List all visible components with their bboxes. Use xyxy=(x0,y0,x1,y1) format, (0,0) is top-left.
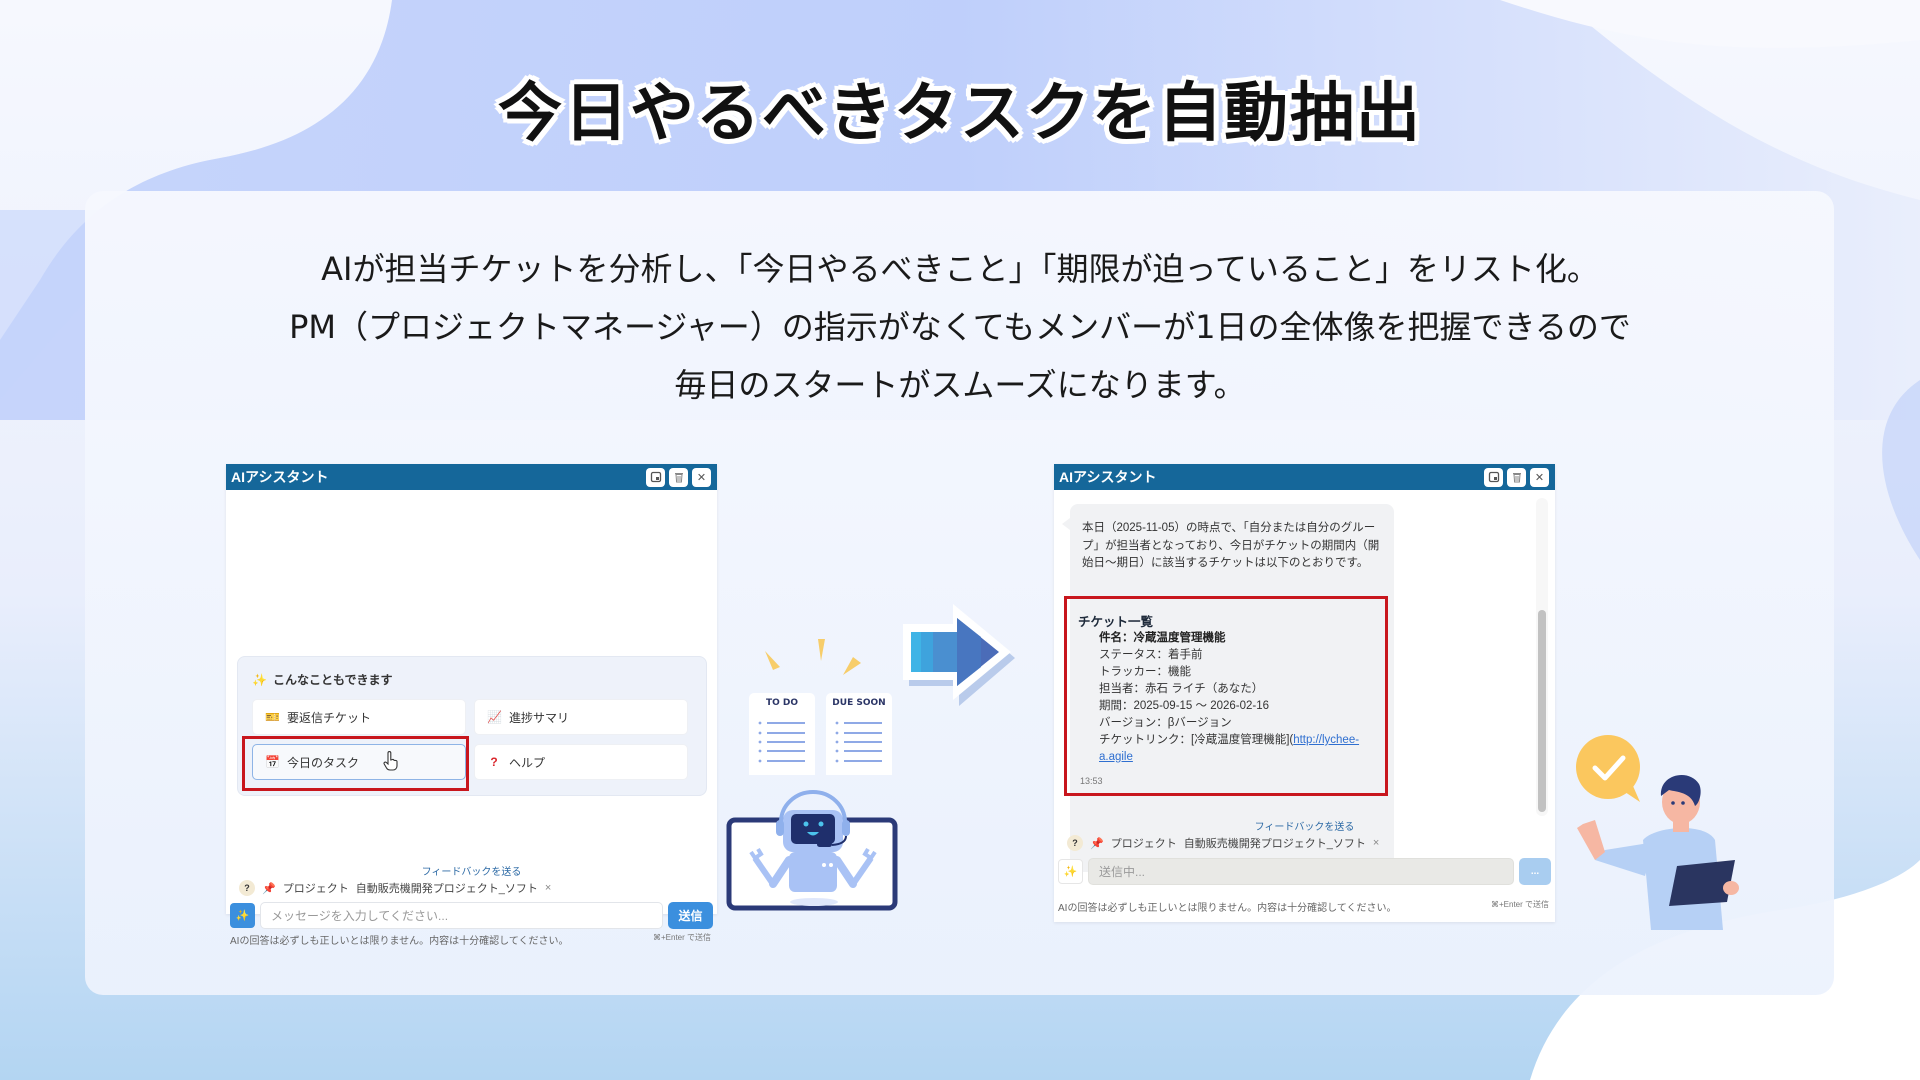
context-label: プロジェクト xyxy=(282,883,349,895)
page-headline: 今日やるべきタスクを自動抽出 xyxy=(498,77,1422,151)
highlight-frame xyxy=(242,736,469,791)
ticket-link[interactable]: http://lychee-a.agile xyxy=(1099,734,1360,763)
pin-icon: 📌 xyxy=(262,882,276,895)
assistant-message-bubble: 本日（2025-11-05）の時点で、「自分または自分のグループ」が担当者となっ… xyxy=(1062,504,1394,872)
ticket-icon: 🎫 xyxy=(265,710,280,724)
ticket-subject: 件名：冷蔵温度管理機能 xyxy=(1099,632,1226,644)
suggestion-progress-summary[interactable]: 📈 進捗サマリ xyxy=(474,699,688,735)
remove-context-button[interactable]: × xyxy=(544,882,552,894)
feedback-link[interactable]: フィードバックを送る xyxy=(421,867,522,878)
message-timestamp: 13:53 xyxy=(1080,776,1103,786)
disclaimer-text: AIの回答は必ずしも正しいとは限りません。内容は十分確認してください。 xyxy=(1058,903,1397,914)
disclaimer-row: AIの回答は必ずしも正しいとは限りません。内容は十分確認してください。 ⌘+En… xyxy=(1058,899,1549,914)
pin-icon: 📌 xyxy=(1090,837,1104,850)
ticket-period: 期間：2025-09-15 〜 2026-02-16 xyxy=(1099,700,1270,712)
ticket-version: バージョン：βバージョン xyxy=(1099,717,1232,729)
ticket-assignee: 担当者：赤石 ライチ（あなた） xyxy=(1099,683,1264,695)
window-icon[interactable] xyxy=(646,467,665,487)
highlight-frame xyxy=(1064,596,1388,796)
todo-card-title: TO DO xyxy=(765,698,799,708)
feedback-link[interactable]: フィードバックを送る xyxy=(1254,822,1355,833)
suggestion-help[interactable]: ? ヘルプ xyxy=(474,744,688,780)
context-project: 自動販売機開発プロジェクト_ソフト xyxy=(355,883,538,895)
description: AIが担当チケットを分析し、「今日やるべきこと」「期限が迫っていること」をリスト… xyxy=(0,240,1920,414)
ticket-status: ステータス：着手前 xyxy=(1099,649,1203,661)
disclaimer-text: AIの回答は必ずしも正しいとは限りません。内容は十分確認してください。 xyxy=(230,936,569,947)
context-project-chip: ? 📌 プロジェクト 自動販売機開発プロジェクト_ソフト × xyxy=(239,880,551,896)
close-icon[interactable]: ✕ xyxy=(692,467,711,487)
ticket-list-heading: チケット一覧 xyxy=(1078,615,1154,629)
message-input[interactable]: メッセージを入力してください... xyxy=(260,902,663,929)
chart-icon: 📈 xyxy=(487,710,502,724)
context-project: 自動販売機開発プロジェクト_ソフト xyxy=(1183,838,1366,850)
ai-sparkle-button[interactable]: ✨ xyxy=(1058,859,1083,884)
scrollbar-thumb[interactable] xyxy=(1538,610,1546,812)
help-badge[interactable]: ? xyxy=(239,880,255,896)
trash-icon[interactable] xyxy=(669,467,688,487)
context-project-chip: ? 📌 プロジェクト 自動販売機開発プロジェクト_ソフト × xyxy=(1067,835,1379,851)
close-icon[interactable]: ✕ xyxy=(1530,467,1549,487)
calendar-icon: 📅 xyxy=(265,755,280,769)
window-title: AIアシスタント xyxy=(1059,469,1157,485)
help-badge[interactable]: ? xyxy=(1067,835,1083,851)
due-soon-card-title: DUE SOON xyxy=(832,698,886,708)
shortcut-hint: ⌘+Enter で送信 xyxy=(652,933,711,942)
window-icon[interactable] xyxy=(1484,467,1503,487)
trash-icon[interactable] xyxy=(1507,467,1526,487)
description-line: PM（プロジェクトマネージャー）の指示がなくてもメンバーが1日の全体像を把握でき… xyxy=(289,308,1631,346)
question-icon: ? xyxy=(490,755,498,769)
sparkle-icon: ✨ xyxy=(1063,866,1078,878)
person-with-tablet-illustration xyxy=(1576,735,1739,930)
ticket-tracker: トラッカー：機能 xyxy=(1099,666,1191,678)
description-line: AIが担当チケットを分析し、「今日やるべきこと」「期限が迫っていること」をリスト… xyxy=(321,250,1599,288)
shortcut-hint: ⌘+Enter で送信 xyxy=(1490,900,1549,909)
robot-illustration xyxy=(726,790,898,911)
message-input[interactable]: 送信中... xyxy=(1088,858,1514,885)
hand-cursor-icon xyxy=(383,751,398,771)
context-label: プロジェクト xyxy=(1110,838,1177,850)
description-line: 毎日のスタートがスムーズになります。 xyxy=(674,366,1246,404)
suggestions-panel: ✨ こんなこともできます 🎫 要返信チケット 📈 進捗サマリ 📅 今日のタスク … xyxy=(237,656,707,796)
suggestion-reply-needed-tickets[interactable]: 🎫 要返信チケット xyxy=(252,699,466,735)
window-titlebar[interactable]: AIアシスタント ✕ xyxy=(226,464,717,490)
suggestion-todays-tasks[interactable]: 📅 今日のタスク xyxy=(252,744,466,780)
message-intro: 本日（2025-11-05）の時点で、「自分または自分のグループ」が担当者となっ… xyxy=(1082,522,1380,569)
suggestions-heading: ✨ こんなこともできます xyxy=(252,672,393,688)
sparkle-icon: ✨ xyxy=(235,910,250,922)
task-lists-illustration xyxy=(749,639,892,775)
window-titlebar[interactable]: AIアシスタント ✕ xyxy=(1054,464,1555,490)
disclaimer-row: AIの回答は必ずしも正しいとは限りません。内容は十分確認してください。 ⌘+En… xyxy=(230,932,711,947)
ticket-link-row: チケットリンク：[冷蔵温度管理機能](http://lychee-a.agile xyxy=(1099,734,1360,763)
send-button[interactable]: 送信 xyxy=(668,902,713,929)
remove-context-button[interactable]: × xyxy=(1372,837,1380,849)
ai-sparkle-button[interactable]: ✨ xyxy=(230,903,255,928)
sparkle-icon: ✨ xyxy=(252,672,267,687)
scrollbar[interactable] xyxy=(1536,498,1548,816)
send-button[interactable]: ... xyxy=(1519,858,1551,885)
arrow-right-icon xyxy=(903,604,1015,706)
ai-assistant-window-after: AIアシスタント ✕ 本日（2025-11-05）の時点で、「自分または自分のグ… xyxy=(1054,464,1555,922)
ai-assistant-window-before: AIアシスタント ✕ ✨ こんなこともできます 🎫 要返信チケット 📈 進捗サマ… xyxy=(226,464,717,947)
ticket-details: 件名：冷蔵温度管理機能 ステータス：着手前 トラッカー：機能 担当者：赤石 ライ… xyxy=(1099,630,1384,766)
window-title: AIアシスタント xyxy=(231,469,329,485)
